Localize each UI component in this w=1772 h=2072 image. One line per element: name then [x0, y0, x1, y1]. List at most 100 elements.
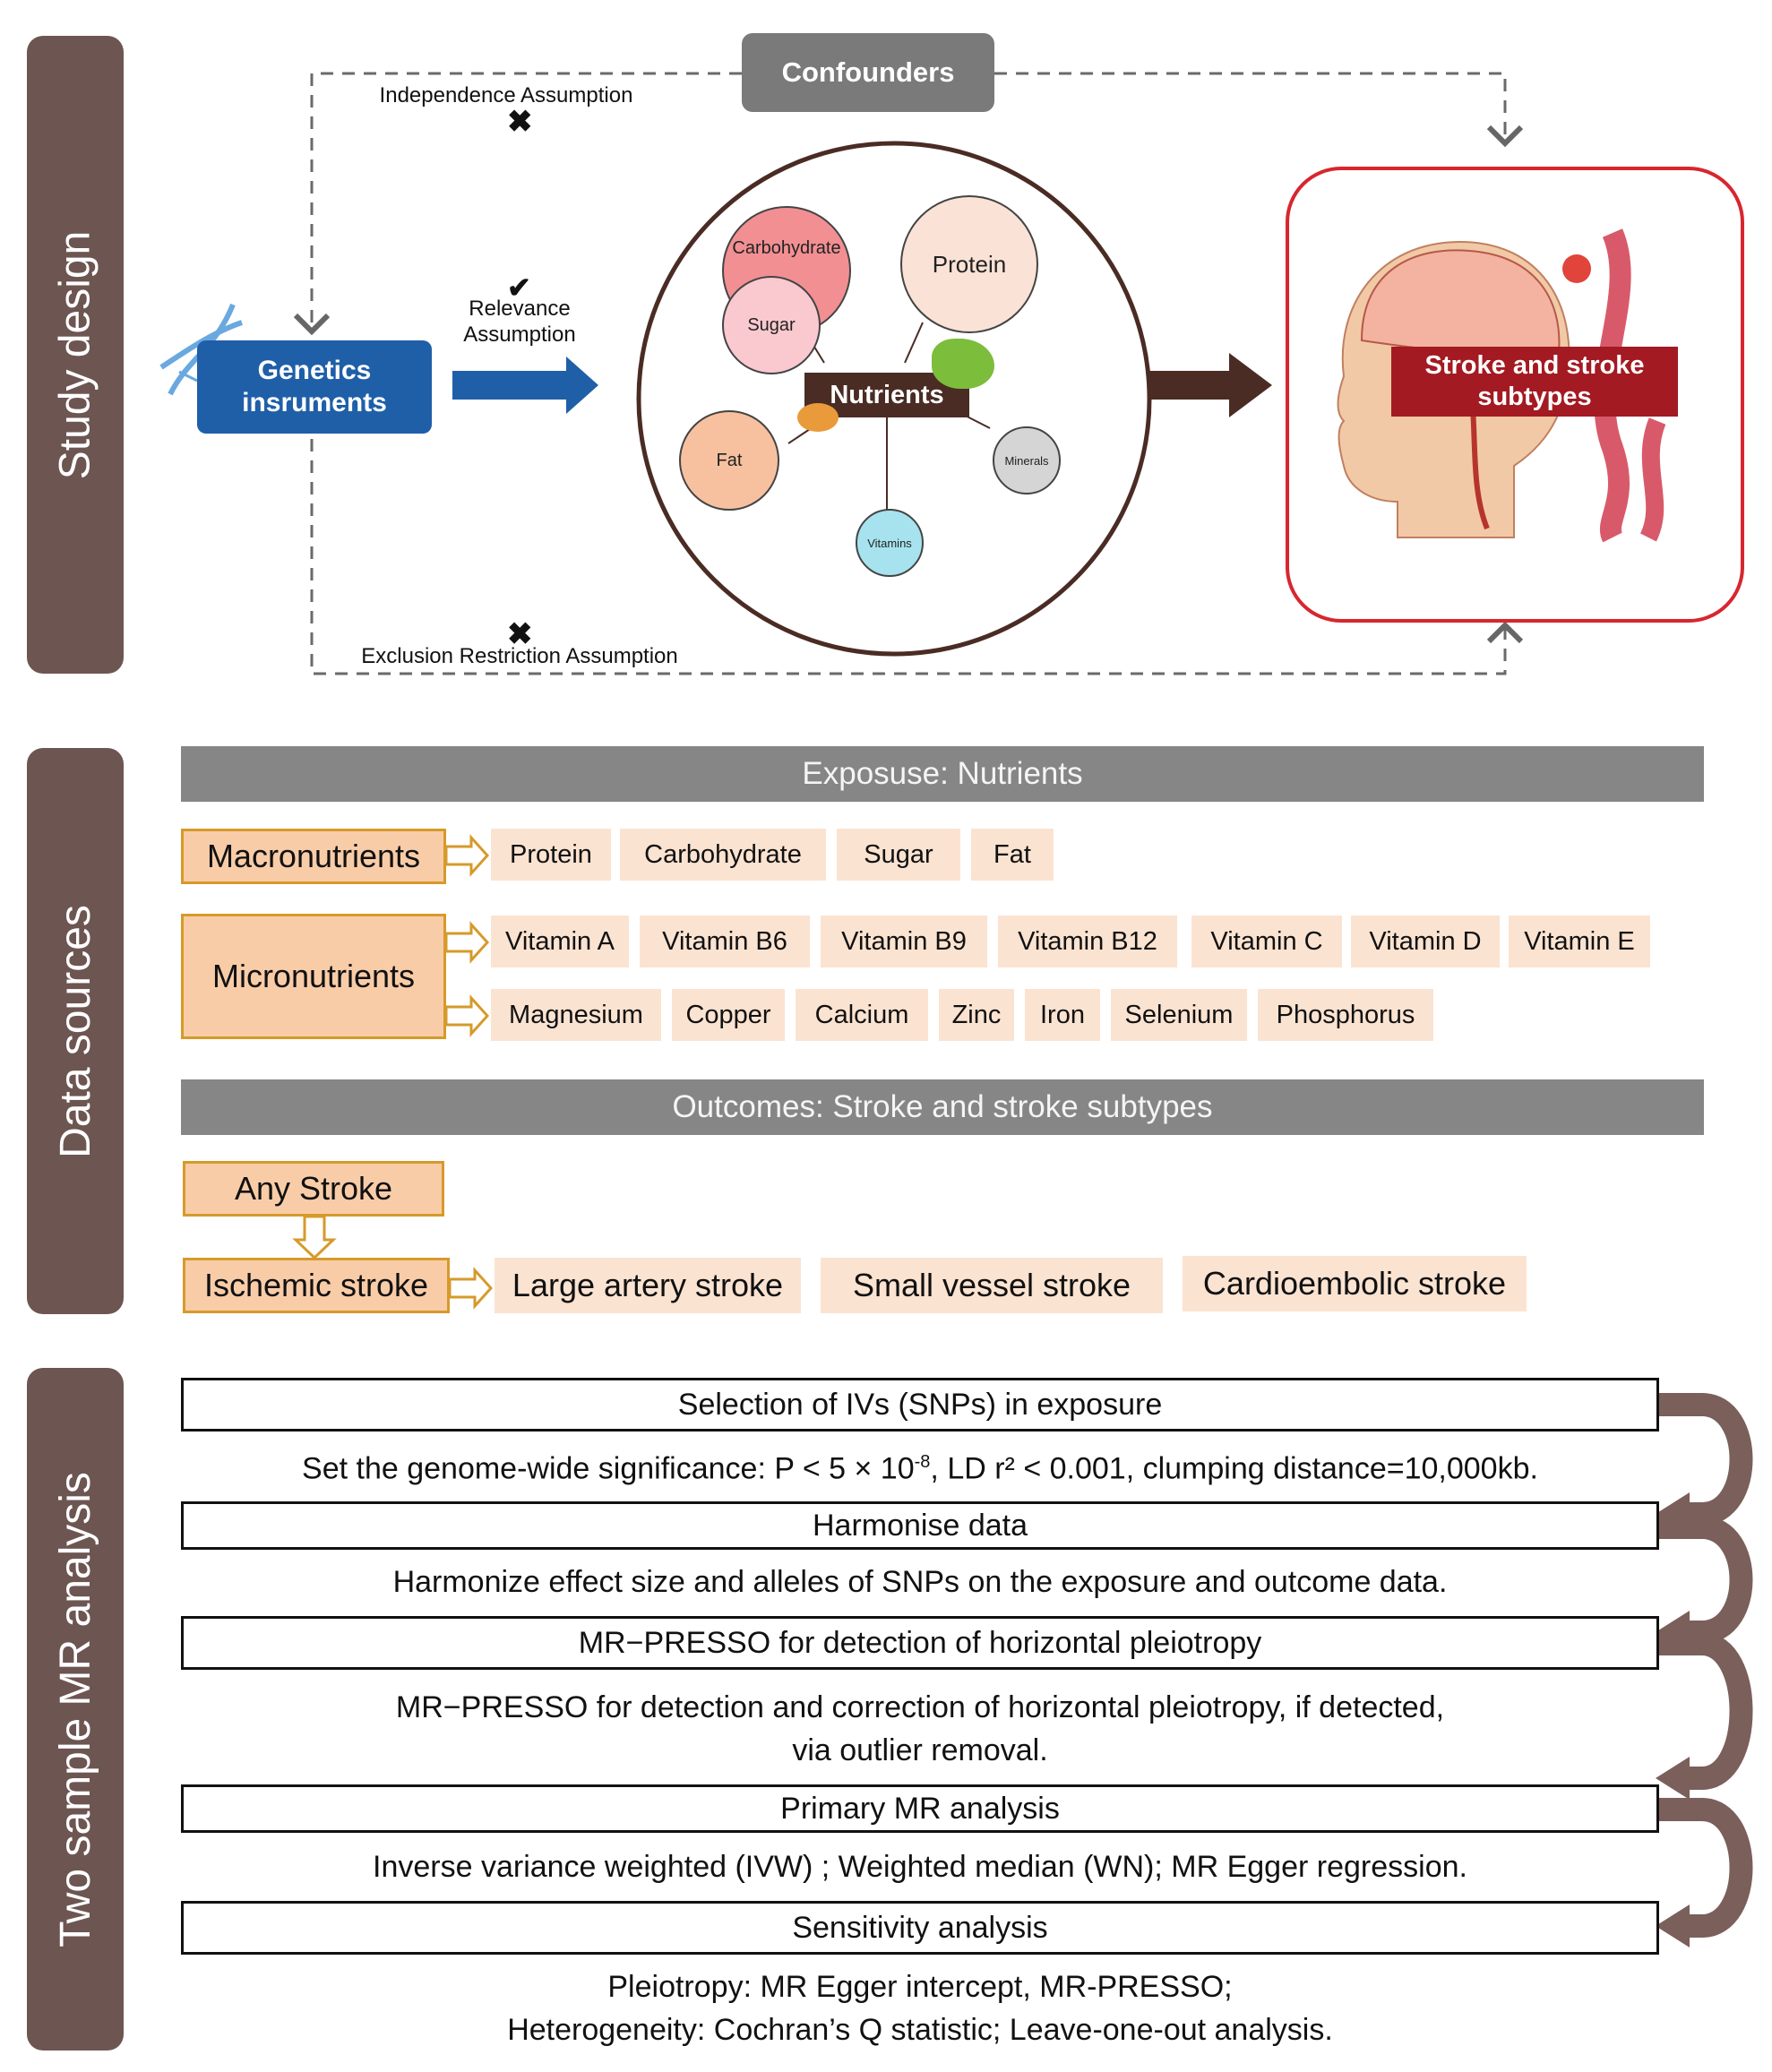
mineral-item: Magnesium: [491, 989, 661, 1041]
exclusion-dashed-path: [310, 439, 1524, 675]
drumstick-icon: [797, 403, 839, 432]
relevance-line1: Relevance: [469, 297, 571, 321]
outcome-header: Outcomes: Stroke and stroke subtypes: [181, 1079, 1704, 1135]
mineral-item: Calcium: [796, 989, 928, 1041]
vitamin-item-label: Vitamin C: [1210, 926, 1323, 956]
mineral-item-label: Iron: [1040, 1000, 1085, 1029]
mr-step-label: Harmonise data: [812, 1508, 1028, 1543]
mr-step-primary: Primary MR analysis: [181, 1784, 1659, 1833]
mineral-item-label: Phosphorus: [1276, 1000, 1415, 1029]
vitamin-item: Vitamin B6: [640, 916, 810, 967]
sugar-bubble: Sugar: [722, 276, 821, 374]
mr-step-label: MR−PRESSO for detection of horizontal pl…: [578, 1625, 1262, 1660]
vitamin-item-label: Vitamin B12: [1018, 926, 1157, 956]
independence-assumption-label: Independence Assumption: [363, 82, 649, 108]
lettuce-icon: [932, 339, 994, 389]
mr-step-harmonise-desc: Harmonize effect size and alleles of SNP…: [181, 1560, 1659, 1603]
mr-step-sensitivity-desc: Pleiotropy: MR Egger intercept, MR-PRESS…: [181, 1965, 1659, 2051]
protein-bubble: Protein: [900, 195, 1038, 333]
flow-arrow: [1659, 1393, 1753, 1526]
flow-arrowhead: [1656, 1757, 1690, 1800]
ischemic-to-subtype-arrow: [448, 1267, 494, 1310]
section-bar-study-design: Study design: [27, 36, 124, 674]
stroke-line2: subtypes: [1477, 383, 1592, 411]
carbohydrate-label: Carbohydrate: [732, 237, 841, 258]
macro-item: Sugar: [837, 829, 960, 881]
flow-arrow: [1659, 1632, 1753, 1790]
vitamin-item: Vitamin B9: [821, 916, 987, 967]
stroke-subtype-label: Cardioembolic stroke: [1202, 1265, 1507, 1302]
confounders-label: Confounders: [781, 56, 955, 88]
desc-text: Inverse variance weighted (IVW) ; Weight…: [373, 1850, 1467, 1884]
macronutrients-box: Macronutrients: [181, 829, 446, 884]
mineral-item: Selenium: [1111, 989, 1247, 1041]
vitamins-label: Vitamins: [867, 536, 912, 550]
section-bar-mr-analysis: Two sample MR analysis: [27, 1368, 124, 2051]
any-stroke-label: Any Stroke: [234, 1170, 393, 1207]
data-source-arrows: [292, 834, 494, 1310]
macro-item: Carbohydrate: [620, 829, 826, 881]
vitamin-item: Vitamin D: [1351, 916, 1500, 967]
relevance-assumption-label: Relevance Assumption: [439, 296, 600, 348]
mr-step-primary-desc: Inverse variance weighted (IVW) ; Weight…: [181, 1845, 1659, 1888]
flow-arrowhead: [1656, 1611, 1690, 1654]
vitamin-item-label: Vitamin D: [1369, 926, 1482, 956]
desc-superscript: -8: [914, 1452, 931, 1472]
outcome-header-text: Outcomes: Stroke and stroke subtypes: [672, 1089, 1213, 1124]
stroke-subtype-label: Large artery stroke: [512, 1267, 784, 1303]
vitamin-arrow: [444, 921, 490, 964]
fat-label: Fat: [716, 450, 743, 470]
mineral-item: Zinc: [939, 989, 1014, 1041]
artery-illustration: [1562, 228, 1666, 543]
vitamin-item: Vitamin B12: [998, 916, 1177, 967]
macro-item-label: Sugar: [864, 839, 933, 869]
desc-text: , LD r² < 0.001, clumping distance=10,00…: [930, 1451, 1538, 1486]
micronutrients-box: Micronutrients: [181, 914, 446, 1039]
mineral-item-label: Magnesium: [509, 1000, 643, 1029]
cross-icon: ✖: [507, 617, 533, 651]
protein-label: Protein: [932, 250, 1007, 278]
mr-step-label: Selection of IVs (SNPs) in exposure: [677, 1387, 1163, 1422]
exposure-header: Exposuse: Nutrients: [181, 746, 1704, 802]
fat-bubble: Fat: [679, 410, 779, 511]
macro-item: Protein: [491, 829, 611, 881]
desc-text: Set the genome-wide significance: P < 5 …: [302, 1451, 915, 1486]
flow-arrow: [1659, 1516, 1753, 1644]
genetics-line1: Genetics: [257, 356, 372, 385]
mr-step-label: Primary MR analysis: [780, 1791, 1060, 1826]
stroke-line1: Stroke and stroke: [1424, 351, 1645, 380]
macro-item: Fat: [971, 829, 1054, 881]
mineral-arrow: [444, 994, 490, 1037]
macro-arrow: [444, 834, 490, 877]
mr-step-label: Sensitivity analysis: [792, 1910, 1048, 1945]
mineral-item: Iron: [1025, 989, 1100, 1041]
stroke-subtype-label: Small vessel stroke: [852, 1267, 1131, 1303]
stroke-subtype-item: Cardioembolic stroke: [1183, 1256, 1527, 1311]
desc-text: Heterogeneity: Cochran’s Q statistic; Le…: [507, 2013, 1333, 2047]
minerals-bubble: Minerals: [993, 426, 1061, 494]
vitamin-item-label: Vitamin E: [1524, 926, 1635, 956]
micronutrients-label: Micronutrients: [211, 958, 416, 994]
confounders-box: Confounders: [742, 33, 994, 112]
mineral-item: Phosphorus: [1258, 989, 1433, 1041]
mr-step-presso: MR−PRESSO for detection of horizontal pl…: [181, 1616, 1659, 1670]
flow-arrow: [1659, 1798, 1753, 1938]
exclusion-assumption-label: Exclusion Restriction Assumption: [340, 643, 699, 669]
vitamin-item: Vitamin E: [1509, 916, 1650, 967]
exclusion-text: Exclusion Restriction Assumption: [361, 644, 678, 668]
mineral-item-label: Copper: [685, 1000, 771, 1029]
vitamin-item-label: Vitamin B6: [662, 926, 787, 956]
exposure-header-text: Exposuse: Nutrients: [802, 756, 1083, 791]
independence-dashed-path: [293, 72, 742, 336]
cross-icon: ✖: [507, 105, 533, 139]
sugar-label: Sugar: [747, 314, 796, 335]
vitamins-bubble: Vitamins: [856, 509, 924, 577]
vitamin-item-label: Vitamin B9: [841, 926, 967, 956]
stroke-subtypes-box: Stroke and stroke subtypes: [1391, 347, 1678, 417]
mineral-item-label: Calcium: [814, 1000, 909, 1029]
stroke-subtype-item: Small vessel stroke: [821, 1258, 1163, 1313]
independence-text: Independence Assumption: [379, 83, 633, 107]
genetic-instruments-box: Genetics insruments: [197, 340, 432, 434]
genetics-line2: insruments: [242, 388, 387, 417]
